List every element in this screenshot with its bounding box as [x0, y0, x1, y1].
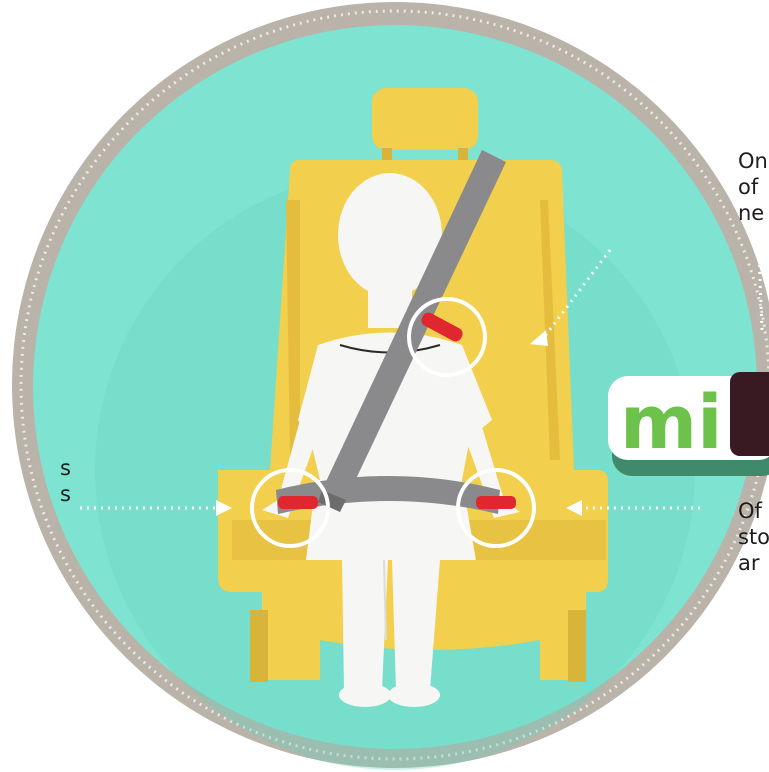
caption-line: ar — [738, 550, 769, 576]
right-lap-clip — [476, 496, 516, 509]
caption-line: ne — [738, 200, 768, 226]
caption-line: s — [60, 481, 71, 507]
caption-line: On — [738, 148, 768, 174]
headrest — [372, 88, 478, 150]
logo-text: mi — [620, 380, 722, 466]
left-lap-clip — [278, 496, 318, 509]
caption-line: of — [738, 174, 768, 200]
caption-right-bottom: Of sto ar — [738, 498, 769, 576]
brand-logo: mi — [608, 372, 769, 476]
caption-left: s s — [60, 455, 71, 507]
caption-line: sto — [738, 524, 769, 550]
caption-right-top: On of ne — [738, 148, 768, 226]
caption-line: Of — [738, 498, 769, 524]
caption-line: s — [60, 455, 71, 481]
